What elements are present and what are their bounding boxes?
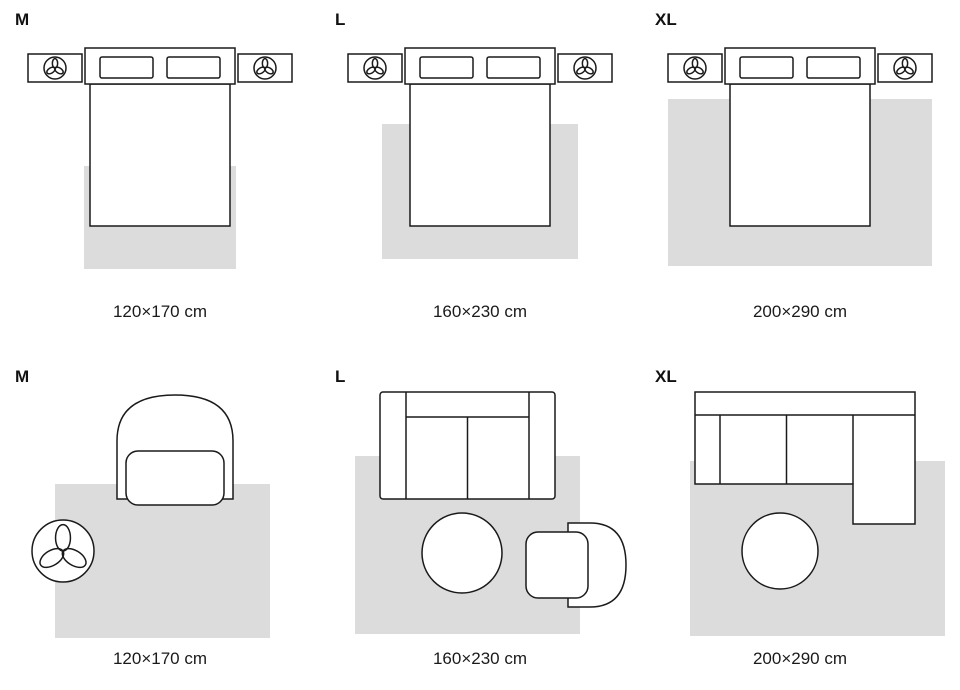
bed (404, 47, 556, 227)
plant-icon (893, 56, 917, 80)
panel-living-xl: XL 200×290 cm (640, 345, 960, 690)
nightstand-right (237, 53, 293, 83)
plant-icon (683, 56, 707, 80)
plant-icon (43, 56, 67, 80)
nightstand-left (27, 53, 83, 83)
bedroom-illustration-l (347, 47, 613, 259)
plant-icon (363, 56, 387, 80)
coffee-table (741, 512, 819, 590)
plant-icon (573, 56, 597, 80)
dimension-caption: 160×230 cm (432, 302, 528, 321)
plant-icon (30, 518, 96, 584)
panel-living-m: M 120×170 cm (0, 345, 320, 690)
panel-bedroom-m: M 120×170 cm (0, 0, 320, 345)
nightstand-left (347, 53, 403, 83)
coffee-table (421, 512, 503, 594)
bedroom-illustration-m (27, 47, 293, 269)
size-label: XL (655, 367, 677, 386)
nightstand-right (557, 53, 613, 83)
nightstand-left (667, 53, 723, 83)
size-label: XL (655, 10, 677, 29)
sectional-sofa (694, 391, 916, 525)
size-label: L (335, 367, 346, 386)
panel-bedroom-xl: XL 200×290 cm (640, 0, 960, 345)
size-label: L (335, 10, 346, 29)
plant-icon (253, 56, 277, 80)
living-illustration-m (30, 394, 270, 638)
bed (84, 47, 236, 227)
armchair (525, 522, 627, 608)
panel-bedroom-l: L 160×230 cm (320, 0, 640, 345)
living-illustration-xl (690, 391, 945, 636)
armchair (116, 394, 234, 506)
bed (724, 47, 876, 227)
nightstand-right (877, 53, 933, 83)
dimension-caption: 200×290 cm (752, 302, 848, 321)
living-illustration-l (355, 391, 627, 634)
dimension-caption: 200×290 cm (752, 649, 848, 668)
bedroom-illustration-xl (667, 47, 933, 266)
dimension-caption: 160×230 cm (432, 649, 528, 668)
dimension-caption: 120×170 cm (112, 649, 208, 668)
size-label: M (15, 10, 30, 29)
sofa (379, 391, 556, 500)
panel-living-l: L 160×230 cm (320, 345, 640, 690)
dimension-caption: 120×170 cm (112, 302, 208, 321)
size-label: M (15, 367, 30, 386)
